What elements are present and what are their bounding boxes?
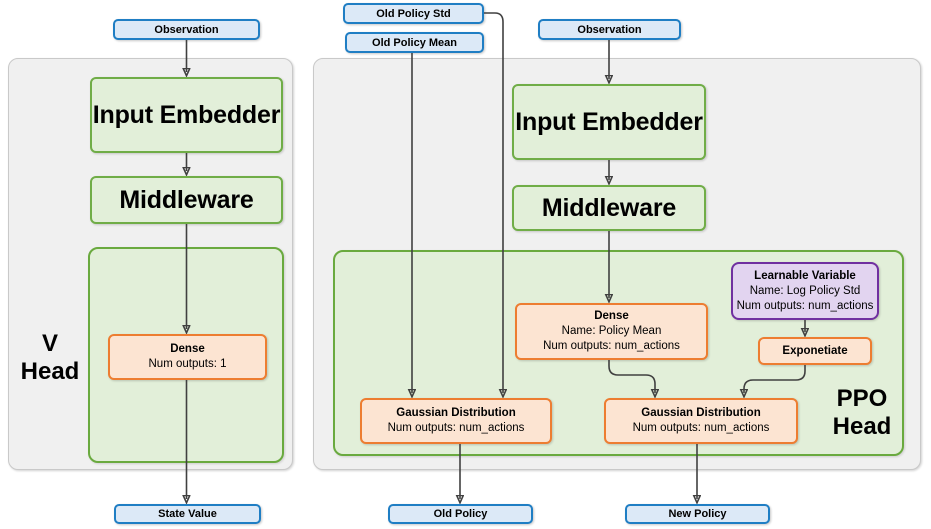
v-head-label-line1: V (41, 330, 58, 357)
ppo-dense-title: Dense (594, 310, 629, 322)
old-policy-std-label: Old Policy Std (376, 7, 451, 20)
old-policy-mean-input[interactable]: Old Policy Mean (345, 32, 484, 53)
exponetiate-label: Exponetiate (782, 344, 848, 357)
ppo-head-label: PPO Head (824, 385, 900, 441)
v-head-state-value-output[interactable]: State Value (114, 504, 261, 524)
ppo-dense-policy-mean[interactable]: Dense Name: Policy Mean Num outputs: num… (515, 303, 708, 360)
learnable-variable-title: Learnable Variable (754, 269, 856, 282)
ppo-gaussian-new-policy[interactable]: Gaussian Distribution Num outputs: num_a… (604, 398, 798, 444)
gaussian-old-outputs: Num outputs: num_actions (387, 422, 525, 434)
gaussian-new-title: Gaussian Distribution (641, 407, 761, 419)
v-head-label: V Head (14, 330, 86, 386)
gaussian-old-title: Gaussian Distribution (396, 407, 516, 419)
old-policy-output-label: Old Policy (433, 508, 488, 520)
new-policy-output-label: New Policy (668, 508, 727, 520)
ppo-head-label-line1: PPO (836, 385, 888, 412)
ppo-head-middleware-label: Middleware (541, 193, 677, 222)
v-head-observation-input[interactable]: Observation (113, 19, 260, 40)
old-policy-std-input[interactable]: Old Policy Std (343, 3, 484, 24)
new-policy-output[interactable]: New Policy (625, 504, 770, 524)
ppo-learnable-variable[interactable]: Learnable Variable Name: Log Policy Std … (731, 262, 879, 320)
ppo-head-input-embedder-label: Input Embedder (515, 107, 703, 136)
learnable-variable-outputs: Num outputs: num_actions (736, 299, 874, 312)
ppo-dense-name: Name: Policy Mean (561, 325, 662, 337)
v-head-state-value-label: State Value (158, 508, 217, 520)
ppo-head-observation-label: Observation (577, 23, 642, 36)
ppo-exponetiate[interactable]: Exponetiate (758, 337, 872, 365)
v-head-dense-title: Dense (170, 343, 205, 355)
v-head-input-embedder[interactable]: Input Embedder (90, 77, 283, 153)
ppo-head-label-line2: Head (832, 413, 892, 440)
ppo-gaussian-old-policy[interactable]: Gaussian Distribution Num outputs: num_a… (360, 398, 552, 444)
v-head-middleware-label: Middleware (119, 185, 254, 214)
gaussian-new-outputs: Num outputs: num_actions (632, 422, 770, 434)
v-head-input-embedder-label: Input Embedder (92, 100, 281, 129)
ppo-head-observation-input[interactable]: Observation (538, 19, 681, 40)
v-head-middleware[interactable]: Middleware (90, 176, 283, 224)
ppo-head-input-embedder[interactable]: Input Embedder (512, 84, 706, 160)
learnable-variable-name: Name: Log Policy Std (749, 284, 861, 297)
v-head-observation-label: Observation (154, 23, 219, 36)
ppo-head-middleware[interactable]: Middleware (512, 185, 706, 231)
v-head-dense-outputs: Num outputs: 1 (148, 358, 227, 370)
old-policy-output[interactable]: Old Policy (388, 504, 533, 524)
old-policy-mean-label: Old Policy Mean (372, 36, 457, 49)
v-head-dense[interactable]: Dense Num outputs: 1 (108, 334, 267, 380)
v-head-label-line2: Head (20, 358, 80, 385)
ppo-dense-outputs: Num outputs: num_actions (543, 340, 680, 352)
